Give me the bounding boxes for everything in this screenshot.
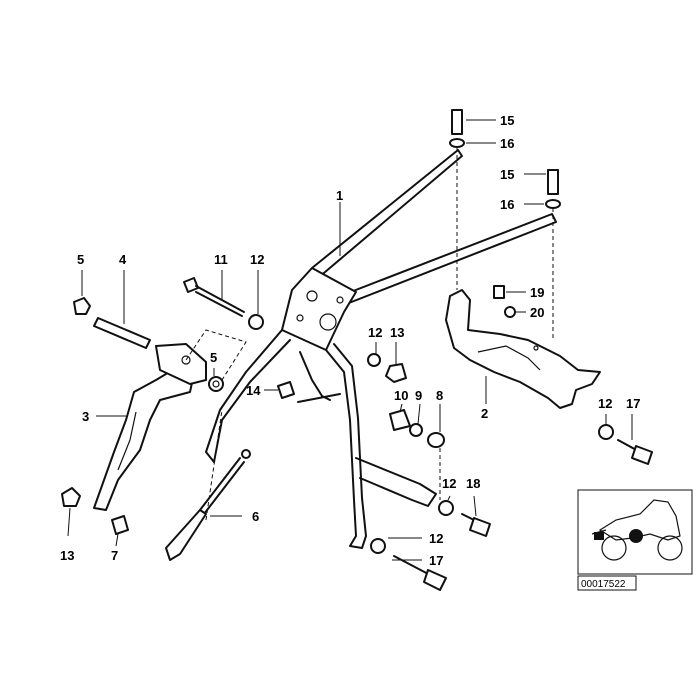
callout-3: 3 bbox=[82, 409, 89, 424]
location-thumbnail: 00017522 bbox=[577, 489, 693, 591]
callout-12-b: 12 bbox=[368, 325, 382, 340]
leader-lines bbox=[67, 119, 633, 561]
callout-9: 9 bbox=[415, 388, 422, 403]
callout-16-a: 16 bbox=[500, 136, 514, 151]
callout-17-b: 17 bbox=[429, 553, 443, 568]
callout-6: 6 bbox=[252, 509, 259, 524]
part-14-clip bbox=[277, 381, 295, 399]
location-marker-icon bbox=[629, 529, 643, 543]
callout-18: 18 bbox=[466, 476, 480, 491]
part-6-gas-strut bbox=[165, 449, 251, 561]
callout-1: 1 bbox=[336, 188, 343, 203]
callout-15-a: 15 bbox=[500, 113, 514, 128]
callout-4: 4 bbox=[119, 252, 127, 267]
part-5-bushing-lower bbox=[208, 376, 224, 392]
part-10-bush bbox=[389, 409, 411, 431]
callout-20: 20 bbox=[530, 305, 544, 320]
callout-14: 14 bbox=[246, 383, 261, 398]
part-8-spacer bbox=[427, 432, 445, 448]
part-15-bolt-b bbox=[547, 169, 559, 195]
callout-8: 8 bbox=[436, 388, 443, 403]
part-11-bolt bbox=[183, 277, 245, 317]
part-12-washer-c bbox=[598, 424, 614, 440]
part-13-nut-a bbox=[385, 363, 407, 383]
part-2-bracket bbox=[445, 289, 601, 409]
callout-12-e: 12 bbox=[429, 531, 443, 546]
callout-5-upper: 5 bbox=[77, 252, 84, 267]
pivot-block bbox=[155, 343, 207, 385]
callout-11: 11 bbox=[214, 252, 228, 267]
part-12-washer-b bbox=[367, 353, 381, 367]
part-15-bolt-a bbox=[451, 109, 463, 135]
part-17-bolt-b bbox=[393, 555, 447, 591]
alignment-lines bbox=[185, 148, 554, 521]
callout-10: 10 bbox=[394, 388, 408, 403]
part-3-left-bracket bbox=[93, 363, 197, 511]
motorcycle-icon bbox=[591, 499, 683, 561]
callout-12-d: 12 bbox=[442, 476, 456, 491]
part-16-washer-a bbox=[449, 138, 465, 148]
part-9-washer bbox=[409, 423, 423, 437]
callout-16-b: 16 bbox=[500, 197, 514, 212]
part-20-washer bbox=[504, 306, 516, 318]
callout-7: 7 bbox=[111, 548, 118, 563]
part-19-screw bbox=[493, 285, 505, 299]
callout-13-a: 13 bbox=[390, 325, 404, 340]
part-13-nut-b bbox=[61, 487, 81, 507]
callout-2: 2 bbox=[481, 406, 488, 421]
callout-12-a: 12 bbox=[250, 252, 264, 267]
part-5-bushing-upper bbox=[73, 297, 91, 315]
callout-labels: 1 2 3 4 5 5 6 7 8 9 10 11 12 12 12 12 12… bbox=[60, 113, 640, 568]
part-12-washer-d bbox=[438, 500, 454, 516]
callout-5-lower: 5 bbox=[210, 350, 217, 365]
part-16-washer-b bbox=[545, 199, 561, 209]
part-17-bolt-a bbox=[617, 439, 653, 465]
part-1-main-frame bbox=[205, 149, 557, 549]
part-12-washer-a bbox=[248, 314, 264, 330]
callout-12-c: 12 bbox=[598, 396, 612, 411]
callout-19: 19 bbox=[530, 285, 544, 300]
part-7-pin bbox=[111, 515, 129, 535]
part-18-bolt bbox=[461, 513, 491, 537]
callout-17-a: 17 bbox=[626, 396, 640, 411]
part-4-sleeve bbox=[93, 317, 151, 349]
part-12-washer-e bbox=[370, 538, 386, 554]
reference-code: 00017522 bbox=[581, 579, 626, 590]
callout-13-b: 13 bbox=[60, 548, 74, 563]
callout-15-b: 15 bbox=[500, 167, 514, 182]
